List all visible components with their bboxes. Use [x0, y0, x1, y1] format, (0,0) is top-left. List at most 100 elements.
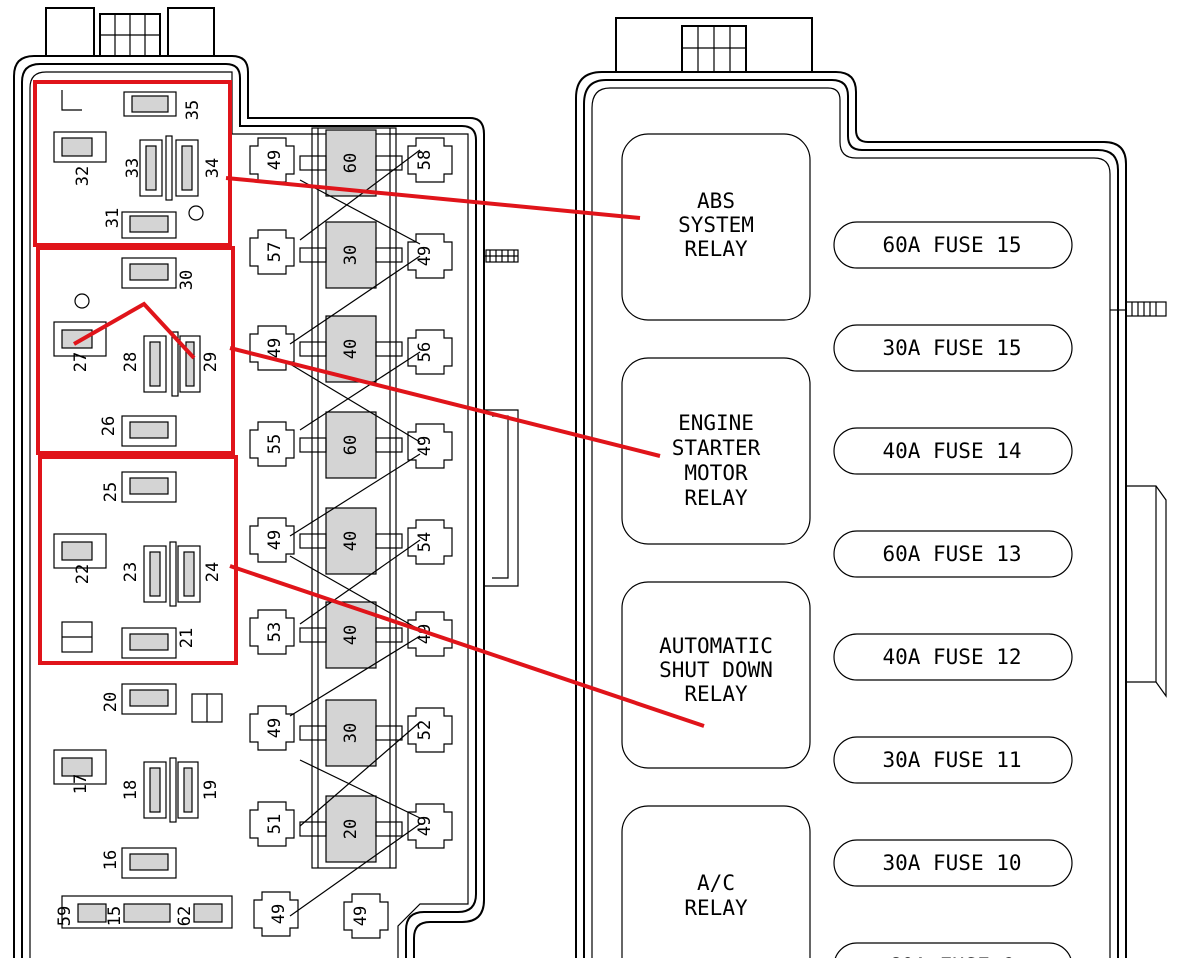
- fuse-label-1: 60A FUSE 15: [833, 221, 1073, 269]
- relay-cavity-top: 35 32 33 34 31: [53, 90, 223, 239]
- terminal-left-9: 49: [253, 891, 299, 937]
- fuse-label-text: 60A FUSE 15: [882, 233, 1021, 257]
- terminal-right-7: 52: [407, 707, 453, 753]
- cartridge-fuse-rating: 60: [341, 153, 361, 173]
- terminal-number: 56: [415, 342, 435, 362]
- terminal-left-3: 49: [249, 325, 295, 371]
- terminal-left-5: 49: [249, 517, 295, 563]
- terminal-left-7: 49: [249, 705, 295, 751]
- svg-text:ABS: ABS: [697, 189, 735, 213]
- svg-text:MOTOR: MOTOR: [684, 461, 748, 485]
- cavity-18: 18: [121, 780, 141, 800]
- cavity-25: 25: [101, 482, 121, 502]
- terminal-number: 58: [415, 150, 435, 170]
- terminal-right-3: 56: [407, 329, 453, 375]
- terminal-right-4: 49: [407, 423, 453, 469]
- terminal-left-2: 57: [249, 229, 295, 275]
- cavity-33: 33: [123, 158, 143, 178]
- left-terminals: 49 57 49 55 49 53 49 51 49: [249, 137, 299, 937]
- terminal-right-2: 49: [407, 233, 453, 279]
- terminal-number: 52: [415, 720, 435, 740]
- cavity-31: 31: [103, 208, 123, 228]
- terminal-number: 49: [415, 246, 435, 266]
- left-panel: 35 32 33 34 31 30 27 28 29 26: [13, 7, 519, 958]
- terminal-number: 49: [351, 906, 371, 926]
- terminal-right-1: 58: [407, 137, 453, 183]
- cavity-15: 15: [105, 906, 125, 926]
- terminal-number: 51: [265, 814, 285, 834]
- fuse-label-2: 30A FUSE 15: [833, 324, 1073, 372]
- fuse-label-text: 60A FUSE 13: [882, 542, 1021, 566]
- cartridge-fuse-rating: 40: [341, 339, 361, 359]
- cartridge-fuse-rating: 20: [341, 819, 361, 839]
- svg-text:A/C: A/C: [697, 871, 735, 895]
- cartridge-fuse-rating: 30: [341, 245, 361, 265]
- terminal-number: 49: [415, 436, 435, 456]
- terminal-number: 49: [415, 816, 435, 836]
- left-panel-stub: [484, 249, 519, 587]
- svg-text:RELAY: RELAY: [684, 896, 748, 920]
- terminal-number: 57: [265, 242, 285, 262]
- cavity-27: 27: [71, 352, 91, 372]
- cartridge-fuse-2: 30: [299, 221, 403, 289]
- cartridge-fuse-7: 30: [299, 699, 403, 767]
- cavity-21: 21: [177, 628, 197, 648]
- terminal-right-8: 49: [407, 803, 453, 849]
- cavity-28: 28: [121, 352, 141, 372]
- cavity-17: 17: [71, 774, 91, 794]
- relay-box-abs: ABS SYSTEM RELAY: [621, 133, 811, 321]
- relay-box-asd: AUTOMATIC SHUT DOWN RELAY: [621, 581, 811, 769]
- cavity-34: 34: [203, 158, 223, 178]
- fuse-label-5: 40A FUSE 12: [833, 633, 1073, 681]
- cartridge-fuse-rating: 40: [341, 625, 361, 645]
- cavity-26: 26: [99, 416, 119, 436]
- center-fuses: 60 30 40 60 40 40 30 20: [299, 129, 403, 863]
- fuse-label-text: 40A FUSE 12: [882, 645, 1021, 669]
- cavity-30: 30: [177, 270, 197, 290]
- terminal-right-9: 49: [343, 893, 389, 939]
- svg-text:SYSTEM: SYSTEM: [678, 213, 754, 237]
- fuse-label-4: 60A FUSE 13: [833, 530, 1073, 578]
- relay-box-ac: A/C RELAY: [621, 805, 811, 958]
- svg-text:RELAY: RELAY: [684, 486, 748, 510]
- cartridge-fuse-5: 40: [299, 507, 403, 575]
- cartridge-fuse-4: 60: [299, 411, 403, 479]
- fuse-label-list: 60A FUSE 15 30A FUSE 15 40A FUSE 14 60A FUS…: [833, 221, 1073, 958]
- terminal-left-4: 55: [249, 421, 295, 467]
- fuse-label-text: 30A FUSE 11: [882, 748, 1021, 772]
- cavity-16: 16: [101, 850, 121, 870]
- terminal-right-5: 54: [407, 519, 453, 565]
- cavity-23: 23: [121, 562, 141, 582]
- terminal-left-8: 51: [249, 801, 295, 847]
- terminal-number: 49: [265, 530, 285, 550]
- terminal-number: 49: [265, 718, 285, 738]
- cavity-35: 35: [183, 100, 203, 120]
- fuse-label-text: 30A FUSE 15: [882, 336, 1021, 360]
- cartridge-fuse-rating: 30: [341, 723, 361, 743]
- svg-text:STARTER: STARTER: [672, 436, 761, 460]
- terminal-number: 55: [265, 434, 285, 454]
- terminal-left-6: 53: [249, 609, 295, 655]
- cavity-62: 62: [175, 906, 195, 926]
- svg-text:RELAY: RELAY: [684, 237, 748, 261]
- relay-cavity-bottom: 25 22 23 24 21: [53, 471, 223, 659]
- cavity-20: 20: [101, 692, 121, 712]
- center-fuse-column: 60 30 40 60 40 40 30 20 49 57 49 55 49 53 49 51 49 58 49…: [249, 127, 453, 939]
- svg-text:RELAY: RELAY: [684, 682, 748, 706]
- fuse-label-8: 60A FUSE 9: [834, 942, 1072, 958]
- cartridge-fuse-rating: 40: [341, 531, 361, 551]
- cavity-59: 59: [55, 906, 75, 926]
- relay-box-engine-starter: ENGINE STARTER MOTOR RELAY: [621, 357, 811, 545]
- cavity-29: 29: [201, 352, 221, 372]
- fuse-label-text: 60A FUSE 9: [889, 954, 1015, 958]
- cavity-19: 19: [201, 780, 221, 800]
- fuse-label-text: 40A FUSE 14: [882, 439, 1021, 463]
- svg-text:ENGINE: ENGINE: [678, 411, 754, 435]
- cartridge-fuse-1: 60: [299, 129, 403, 197]
- fuse-label-text: 30A FUSE 10: [882, 851, 1021, 875]
- cavity-24: 24: [203, 562, 223, 582]
- terminal-number: 49: [265, 150, 285, 170]
- terminal-number: 49: [265, 338, 285, 358]
